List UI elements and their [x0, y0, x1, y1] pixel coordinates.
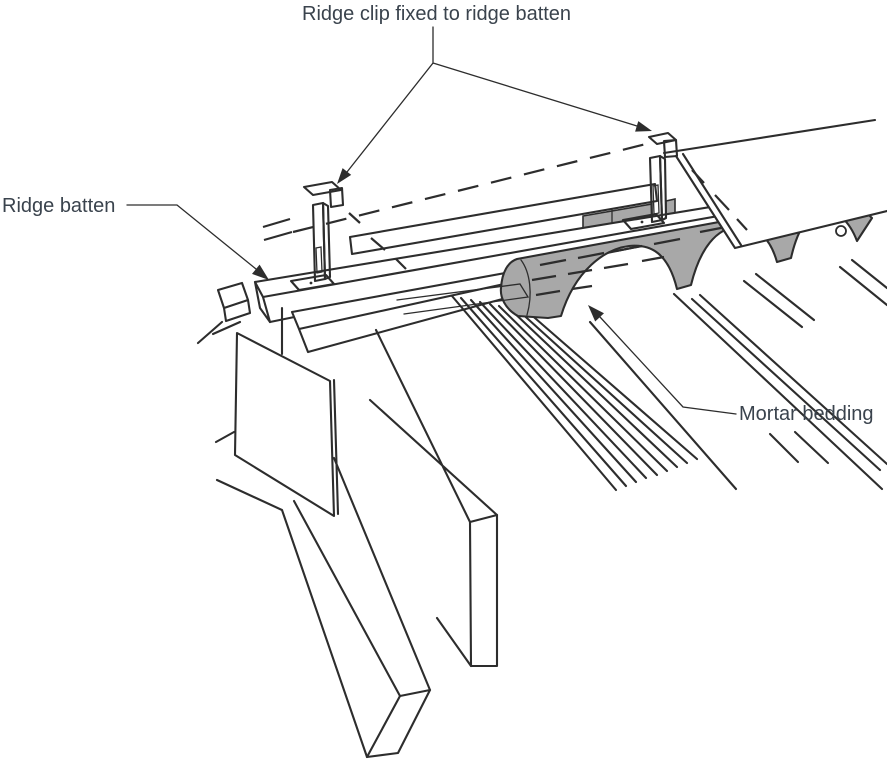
sarking-panel: [233, 331, 340, 518]
hidden-capping-dashes-right: [691, 169, 748, 231]
arrowhead-icon: [588, 305, 604, 322]
ridge-clip-right: [647, 131, 679, 224]
clip-base-plate-right: [621, 212, 666, 231]
leader-ridge-batten: [126, 204, 269, 280]
arrowhead-icon: [252, 264, 269, 280]
mortar-hole: [835, 225, 847, 237]
roof-tiles: [450, 258, 887, 492]
arrowhead-icon: [635, 121, 652, 132]
ridge-clip-left: [302, 180, 345, 283]
purlin: [368, 328, 499, 668]
leader-ridge-clip: [337, 26, 652, 184]
label-mortar-bedding: Mortar bedding: [739, 403, 874, 425]
label-ridge-clip: Ridge clip fixed to ridge batten: [302, 3, 571, 25]
roof-slab: [662, 117, 887, 250]
purlin-end-face: [468, 513, 499, 668]
rafter: [215, 456, 432, 759]
leader-mortar-bedding: [588, 305, 737, 415]
label-ridge-batten: Ridge batten: [2, 195, 115, 217]
hidden-capping-dashes-left: [348, 212, 407, 270]
arrowhead-icon: [337, 168, 352, 184]
end-bracket: [196, 281, 284, 444]
capping-outline: [396, 283, 530, 315]
hidden-ridge-capping: [262, 141, 651, 315]
mortar-roll-end: [520, 259, 531, 316]
rafter-end-face: [365, 688, 432, 759]
